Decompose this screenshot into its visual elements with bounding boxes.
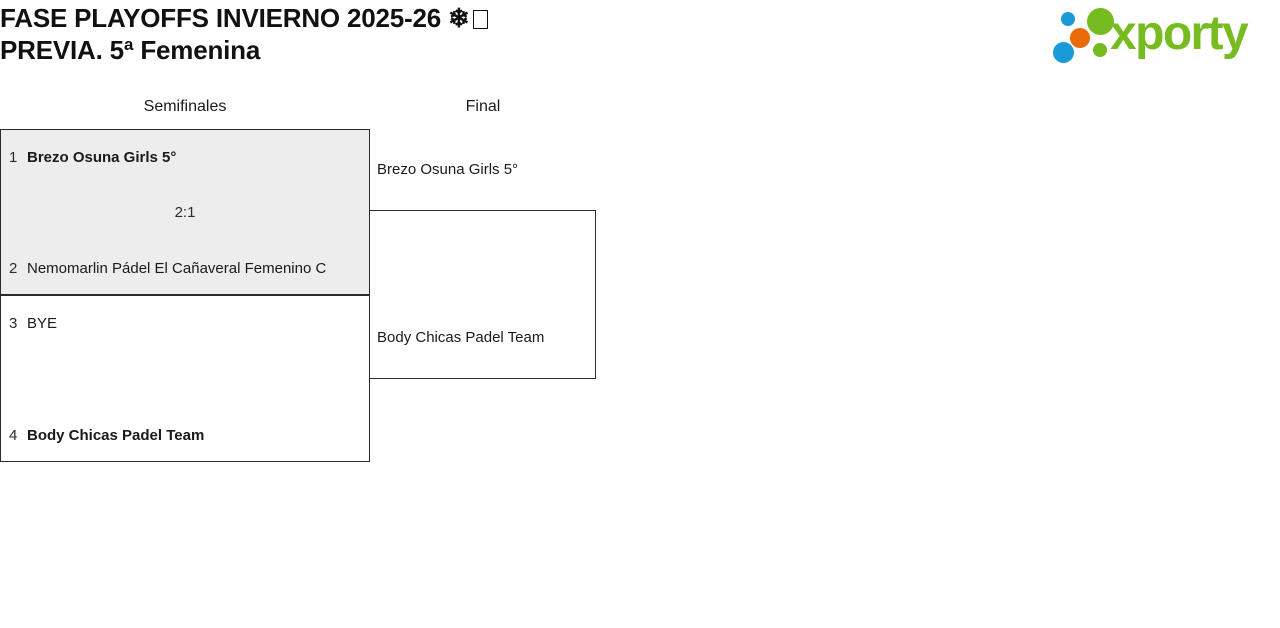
page-title-line-1: FASE PLAYOFFS INVIERNO 2025-26 ❄ xyxy=(0,3,470,33)
match-score: 2:1 xyxy=(174,204,196,221)
seed-number: 1 xyxy=(9,149,18,166)
round-heading-final: Final xyxy=(465,98,501,115)
logo-dots-icon xyxy=(1048,4,1120,64)
team-name: BYE xyxy=(27,315,58,332)
team-name: Brezo Osuna Girls 5° xyxy=(27,149,177,166)
team-name: Nemomarlin Pádel El Cañaveral Femenino C xyxy=(27,260,327,277)
page-title-line-2: PREVIA. 5ª Femenina xyxy=(0,35,261,65)
round-heading-semifinales: Semifinales xyxy=(143,98,227,115)
xporty-logo[interactable]: xporty xyxy=(1048,4,1274,64)
logo-dot-orange xyxy=(1070,28,1090,48)
seed-number: 3 xyxy=(9,315,18,332)
match-final[interactable]: Body Chicas Padel Team xyxy=(369,210,596,379)
team-name: Brezo Osuna Girls 5° xyxy=(377,161,519,178)
match-slot-top[interactable]: 1 Brezo Osuna Girls 5° xyxy=(1,148,369,168)
logo-dot-blue-small xyxy=(1061,12,1075,26)
seed-number: 2 xyxy=(9,260,18,277)
match-semifinal-2[interactable]: 3 BYE 4 Body Chicas Padel Team xyxy=(0,295,370,462)
final-slot-bottom[interactable]: Body Chicas Padel Team xyxy=(370,328,595,348)
match-semifinal-1[interactable]: 1 Brezo Osuna Girls 5° 2:1 2 Nemomarlin … xyxy=(0,129,370,295)
team-name: Body Chicas Padel Team xyxy=(27,427,205,444)
final-slot-top[interactable]: Brezo Osuna Girls 5° xyxy=(370,160,596,180)
logo-wordmark: xporty xyxy=(1110,7,1249,60)
team-name: Body Chicas Padel Team xyxy=(377,329,545,346)
page-header: FASE PLAYOFFS INVIERNO 2025-26 ❄PREVIA. … xyxy=(0,0,1280,86)
logo-dot-green-large xyxy=(1087,8,1114,35)
page-title: FASE PLAYOFFS INVIERNO 2025-26 ❄PREVIA. … xyxy=(0,2,700,66)
match-slot-bottom[interactable]: 2 Nemomarlin Pádel El Cañaveral Femenino… xyxy=(1,259,369,279)
logo-dot-blue-large xyxy=(1053,42,1074,63)
logo-dot-green-small xyxy=(1093,43,1107,57)
missing-glyph-icon xyxy=(472,10,488,29)
match-slot-bottom[interactable]: 4 Body Chicas Padel Team xyxy=(1,426,369,446)
match-slot-top[interactable]: 3 BYE xyxy=(1,314,369,334)
seed-number: 4 xyxy=(9,427,18,444)
